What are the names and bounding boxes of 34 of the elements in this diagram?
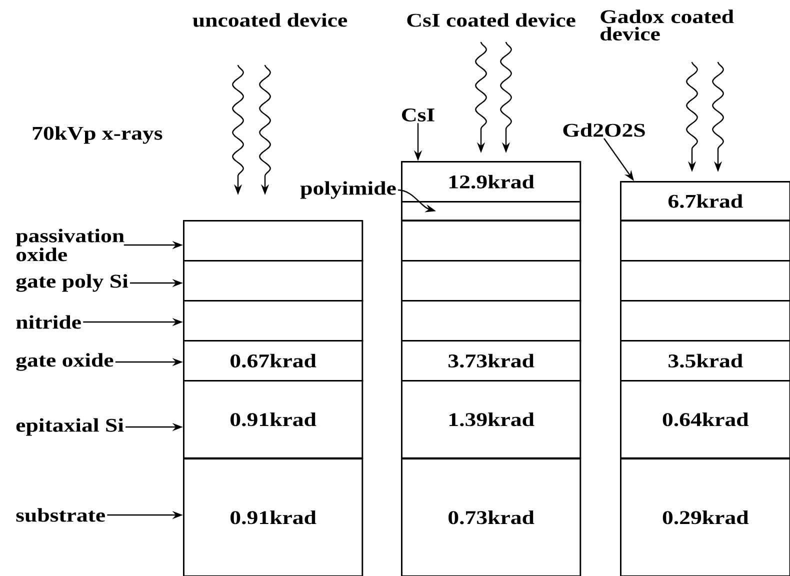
layer-box: 0.67krad bbox=[183, 340, 364, 382]
layer-box bbox=[401, 201, 582, 222]
layer-box bbox=[401, 260, 582, 302]
layer-box bbox=[401, 220, 582, 262]
layer-box bbox=[620, 300, 790, 342]
layer-box bbox=[183, 220, 364, 262]
heading-label: CsI coated device bbox=[407, 13, 576, 27]
layer-box bbox=[620, 220, 790, 262]
heading-label: 70kVp x-rays bbox=[32, 126, 162, 144]
layer-box: 3.5krad bbox=[620, 340, 790, 382]
layer-label: nitride bbox=[16, 315, 81, 329]
layer-label: epitaxial Si bbox=[16, 418, 124, 436]
layer-box: 3.73krad bbox=[401, 340, 582, 382]
layer-box: 12.9krad bbox=[401, 161, 582, 202]
layer-box: 0.73krad bbox=[401, 458, 582, 576]
layer-box: 6.7krad bbox=[620, 181, 790, 222]
heading-label: Gadox coated device bbox=[600, 10, 734, 41]
layer-label: Gd2O2S bbox=[563, 123, 645, 137]
layer-box: 0.91krad bbox=[183, 380, 364, 459]
layer-box: 1.39krad bbox=[401, 380, 582, 459]
heading-label: uncoated device bbox=[192, 13, 348, 27]
layer-box bbox=[183, 260, 364, 302]
layer-label: CsI bbox=[402, 108, 434, 122]
layer-label: passivation oxide bbox=[16, 228, 124, 262]
layer-label: substrate bbox=[16, 508, 105, 522]
layer-box: 0.29krad bbox=[620, 458, 790, 576]
layer-box bbox=[401, 300, 582, 342]
layer-label: gate poly Si bbox=[16, 274, 128, 292]
layer-box bbox=[183, 300, 364, 342]
layer-box: 0.64krad bbox=[620, 380, 790, 459]
layer-box bbox=[620, 260, 790, 302]
layer-label: gate oxide bbox=[16, 353, 114, 371]
layer-box: 0.91krad bbox=[183, 458, 364, 576]
layer-label: polyimide bbox=[300, 181, 396, 199]
